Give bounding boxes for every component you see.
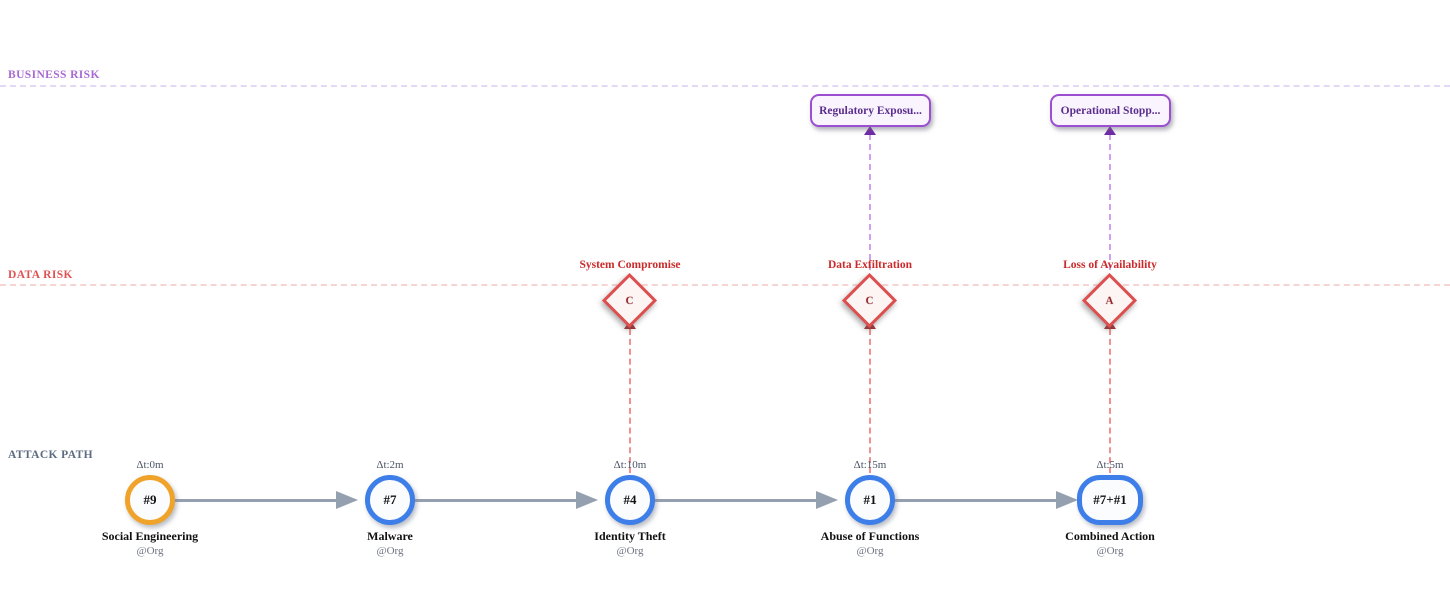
attack-node-name: Abuse of Functions: [820, 529, 920, 543]
attack-node-org: @Org: [1096, 545, 1124, 557]
connector-data-to-business: [869, 134, 871, 280]
attack-node-social-engineering[interactable]: #9: [125, 475, 175, 525]
business-risk-card-label: Regulatory Exposu...: [819, 104, 922, 117]
data-risk-label-loss-of-availability: Loss of Availability: [1063, 259, 1157, 271]
attack-node-org: @Org: [856, 545, 884, 557]
attack-node-name: Identity Theft: [594, 529, 666, 543]
flow-line: [175, 498, 338, 502]
arrowhead-up-icon: [864, 126, 876, 135]
attack-node-id: #9: [143, 492, 157, 507]
attack-node-identity-theft[interactable]: #4: [605, 475, 655, 525]
lane-label-data-risk: DATA RISK: [8, 269, 73, 281]
attack-node-abuse-of-functions[interactable]: #1: [845, 475, 895, 525]
attack-node-org: @Org: [376, 545, 404, 557]
flow-line: [415, 498, 578, 502]
attack-node-org: @Org: [616, 545, 644, 557]
risk-letter: C: [865, 294, 874, 307]
attack-node-id: #1: [863, 492, 877, 507]
delta-time-label: Δt:2m: [376, 459, 404, 471]
attack-node-id: #7: [383, 492, 397, 507]
risk-letter: A: [1105, 294, 1114, 307]
delta-time-label: Δt:10m: [613, 459, 647, 471]
arrowhead-up-icon: [1104, 126, 1116, 135]
attack-node-id: #4: [623, 492, 637, 507]
attack-node-id: #7+#1: [1093, 492, 1127, 507]
flow-line: [655, 498, 818, 502]
flow-arrowhead-icon: [816, 491, 838, 509]
data-risk-label-system-compromise: System Compromise: [579, 259, 681, 271]
data-risk-label-data-exfiltration: Data Exfiltration: [827, 259, 913, 271]
delta-time-label: Δt:15m: [853, 459, 887, 471]
flow-arrowhead-icon: [1056, 491, 1078, 509]
lane-label-business-risk: BUSINESS RISK: [8, 69, 100, 81]
attack-node-malware[interactable]: #7: [365, 475, 415, 525]
flow-arrowhead-icon: [576, 491, 598, 509]
connector-attack-to-data: [869, 329, 871, 473]
data-risk-diamond-data-exfiltration[interactable]: C: [841, 272, 898, 329]
business-risk-card-operational-stoppage[interactable]: Operational Stopp...: [1050, 94, 1171, 127]
connector-data-to-business: [1109, 134, 1111, 280]
data-risk-diamond-loss-of-availability[interactable]: A: [1081, 272, 1138, 329]
business-risk-lane-line: [0, 85, 1450, 87]
connector-attack-to-data: [1109, 329, 1111, 473]
business-risk-card-label: Operational Stopp...: [1060, 104, 1161, 117]
business-risk-card-regulatory-exposure[interactable]: Regulatory Exposu...: [810, 94, 931, 127]
data-risk-diamond-system-compromise[interactable]: C: [601, 272, 658, 329]
delta-time-label: Δt:0m: [136, 459, 164, 471]
flow-arrowhead-icon: [336, 491, 358, 509]
attack-node-combined-action[interactable]: #7+#1: [1077, 475, 1143, 525]
attack-node-name: Combined Action: [1065, 529, 1155, 543]
attack-node-org: @Org: [136, 545, 164, 557]
attack-node-name: Malware: [367, 529, 413, 543]
risk-letter: C: [625, 294, 634, 307]
attack-node-name: Social Engineering: [101, 529, 199, 543]
delta-time-label: Δt:5m: [1096, 459, 1124, 471]
connector-attack-to-data: [629, 329, 631, 473]
flow-line: [895, 498, 1058, 502]
data-risk-lane-line: [0, 284, 1450, 286]
lane-label-attack-path: ATTACK PATH: [8, 449, 94, 461]
